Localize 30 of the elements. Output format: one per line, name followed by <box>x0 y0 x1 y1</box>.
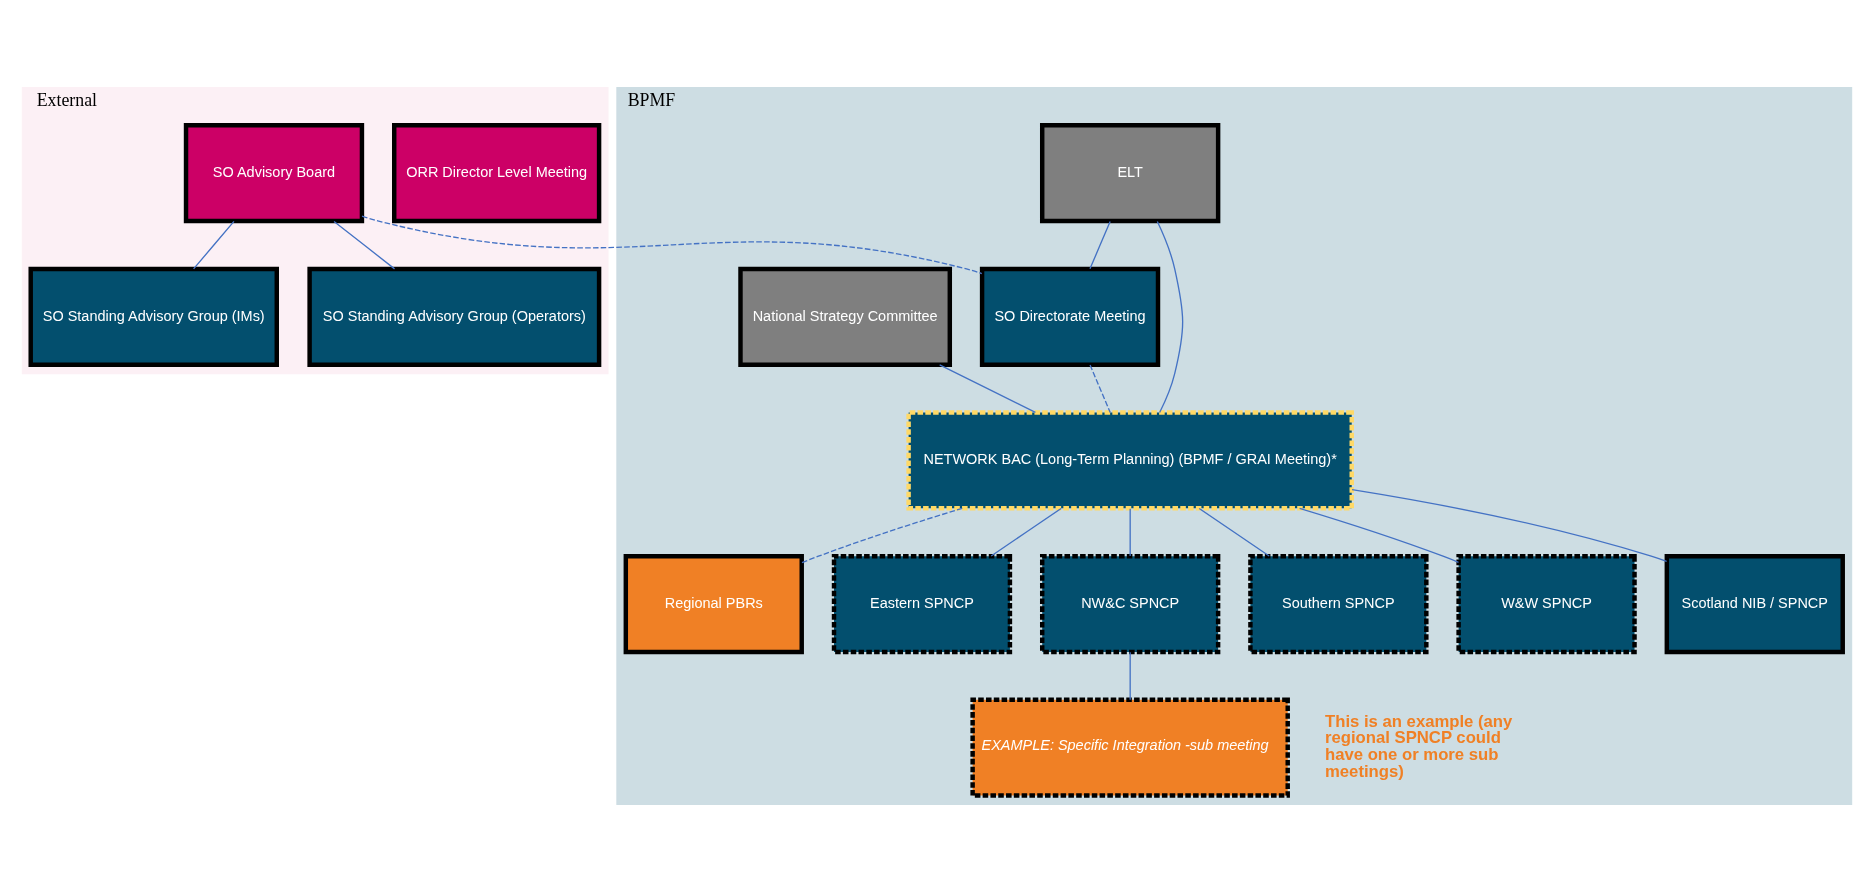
node-box: Eastern SPNCP <box>831 553 1012 654</box>
node-box: Scotland NIB / SPNCP <box>1664 553 1845 654</box>
connector <box>938 363 1036 413</box>
node-box: Southern SPNCP <box>1247 553 1429 654</box>
node-box: NW&C SPNCP <box>1039 553 1220 654</box>
connector <box>1156 220 1183 413</box>
connector <box>1129 507 1131 557</box>
node-box: SO Advisory Board <box>183 122 364 223</box>
node-label: This is an example (any regional SPNCP could have one or more sub meetings) <box>1324 711 1512 781</box>
node-box: NETWORK BAC (Long-Term Planning) (BPMF / GRAI Meeting)* <box>905 409 1354 511</box>
node-box: W&W SPNCP <box>1455 553 1637 654</box>
connector <box>1088 363 1111 413</box>
connector <box>1129 651 1131 700</box>
node-box: SO Standing Advisory Group (Operators) <box>306 266 601 367</box>
node-box: SO Directorate Meeting <box>979 266 1160 367</box>
node-box: SO Standing Advisory Group (IMs) <box>28 266 279 367</box>
connector <box>192 220 235 270</box>
connector <box>800 507 963 563</box>
node-box: ORR Director Level Meeting <box>391 122 601 223</box>
connector <box>1298 507 1459 563</box>
node-box: National Strategy Committee <box>737 266 952 367</box>
connector <box>1198 507 1270 557</box>
node-box: Regional PBRs <box>623 553 804 654</box>
connector <box>990 507 1062 557</box>
connector <box>1350 488 1667 562</box>
node-box: ELT <box>1039 122 1220 223</box>
connector <box>360 215 982 274</box>
connector <box>332 220 395 270</box>
node-box: EXAMPLE: Specific Integration -sub meeting <box>969 697 1290 798</box>
connector <box>1088 220 1111 270</box>
